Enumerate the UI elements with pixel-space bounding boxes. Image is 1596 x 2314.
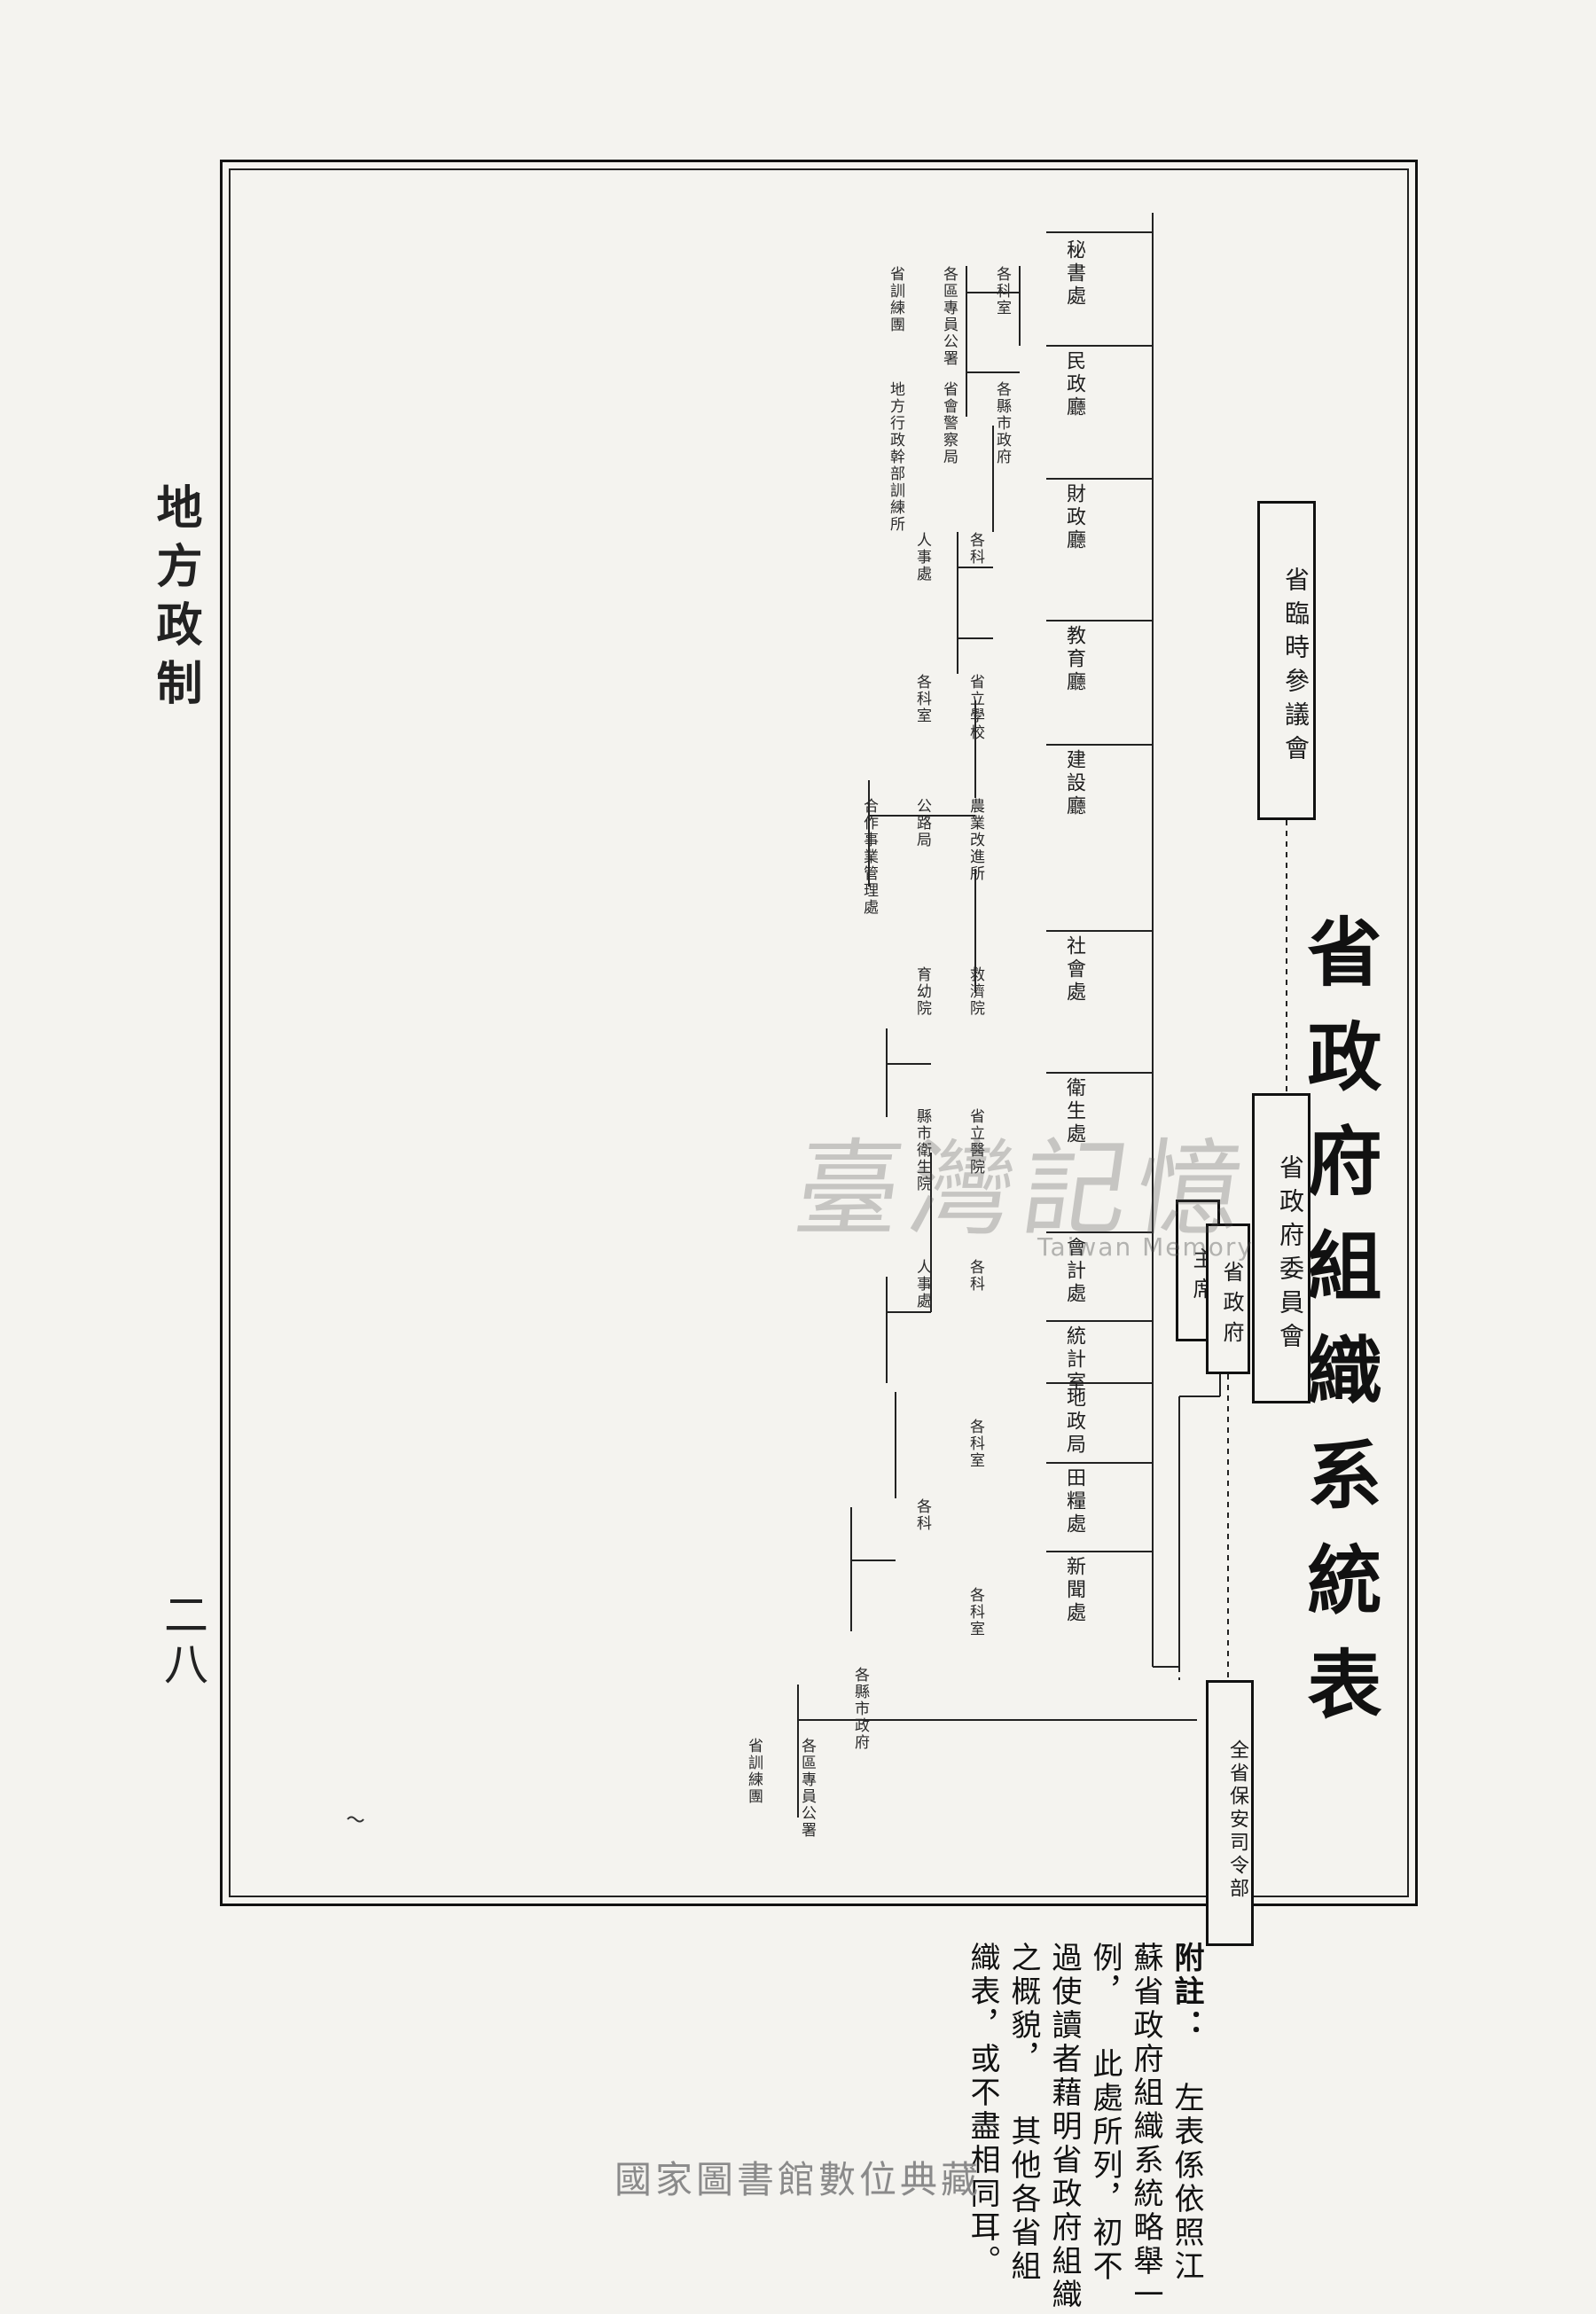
- sub-unit: 人事處: [913, 1259, 931, 1309]
- provincial-council-box: 省臨時參議會: [1257, 501, 1316, 820]
- sub-unit: 各縣市政府: [851, 1667, 869, 1751]
- sub-unit: 各科室: [993, 266, 1011, 317]
- dept-label: 田糧處: [1063, 1467, 1085, 1536]
- sub-unit: 各科室: [966, 1587, 984, 1638]
- dept-label: 社會處: [1063, 935, 1085, 1005]
- sub-unit: 各縣市政府: [993, 381, 1011, 465]
- dept-label: 衛生處: [1063, 1077, 1085, 1146]
- dept-label: 民政廳: [1063, 350, 1085, 419]
- government-committee-box: 省政府委員會: [1252, 1093, 1310, 1403]
- security-command-box: 全省保安司令部: [1206, 1680, 1254, 1946]
- provincial-government-box: 省政府: [1206, 1223, 1250, 1374]
- page-frame-inner: [229, 168, 1409, 1897]
- dept-label: 秘書處: [1063, 239, 1085, 309]
- dept-label: 教育廳: [1063, 625, 1085, 694]
- dept-label: 新聞處: [1063, 1556, 1085, 1625]
- footnote-line: 左表係依照江蘇省政府組織系統略舉一例，: [1087, 1942, 1204, 2312]
- dept-label: 財政廳: [1063, 483, 1085, 552]
- ink-mark: [347, 1816, 364, 1823]
- sub-unit: 省立學校: [966, 674, 984, 741]
- sub-unit: 公路局: [913, 798, 931, 848]
- running-head: 地方政制: [148, 483, 202, 717]
- org-chart-lines: [797, 213, 1287, 1818]
- sub-unit: 省立醫院: [966, 1108, 984, 1176]
- sub-unit: 各科室: [913, 674, 931, 724]
- sub-unit: 救濟院: [966, 966, 984, 1017]
- sub-unit: 省訓練團: [887, 266, 904, 333]
- sub-unit: 農業改進所: [966, 798, 984, 882]
- sub-unit: 人事處: [913, 532, 931, 582]
- library-caption: 國家圖書館數位典藏: [614, 2158, 982, 2201]
- sub-unit: 各區專員公署: [798, 1738, 816, 1839]
- dept-label: 建設廳: [1063, 749, 1085, 818]
- page-frame-outer: [220, 160, 1418, 1906]
- sub-unit: 各區專員公署: [940, 266, 958, 367]
- sub-unit: 各科: [913, 1498, 931, 1532]
- sub-unit: 合作事業管理處: [860, 798, 878, 916]
- footnote: 附註： 左表係依照江蘇省政府組織系統略舉一例， 此處所列，初不過使讀者藉明省政府…: [962, 1942, 1207, 2314]
- watermark-subtitle: Taiwan Memory: [1037, 1232, 1254, 1262]
- page-number: 二八: [157, 1591, 208, 1691]
- footnote-label: 附註：: [1169, 1942, 1204, 2043]
- dept-label: 地政局: [1063, 1388, 1085, 1457]
- sub-unit: 育幼院: [913, 966, 931, 1017]
- dept-label: 會計處: [1063, 1237, 1085, 1306]
- sub-unit: 各科室: [966, 1419, 984, 1469]
- sub-unit: 各科: [966, 532, 984, 566]
- sub-unit: 縣市衛生院: [913, 1108, 931, 1192]
- sub-unit: 地方行政幹部訓練所: [887, 381, 904, 533]
- sub-unit: 省訓練團: [745, 1738, 763, 1805]
- sub-unit: 省會警察局: [940, 381, 958, 465]
- dept-label: 統計室: [1063, 1325, 1085, 1395]
- sub-unit: 各科: [966, 1259, 984, 1293]
